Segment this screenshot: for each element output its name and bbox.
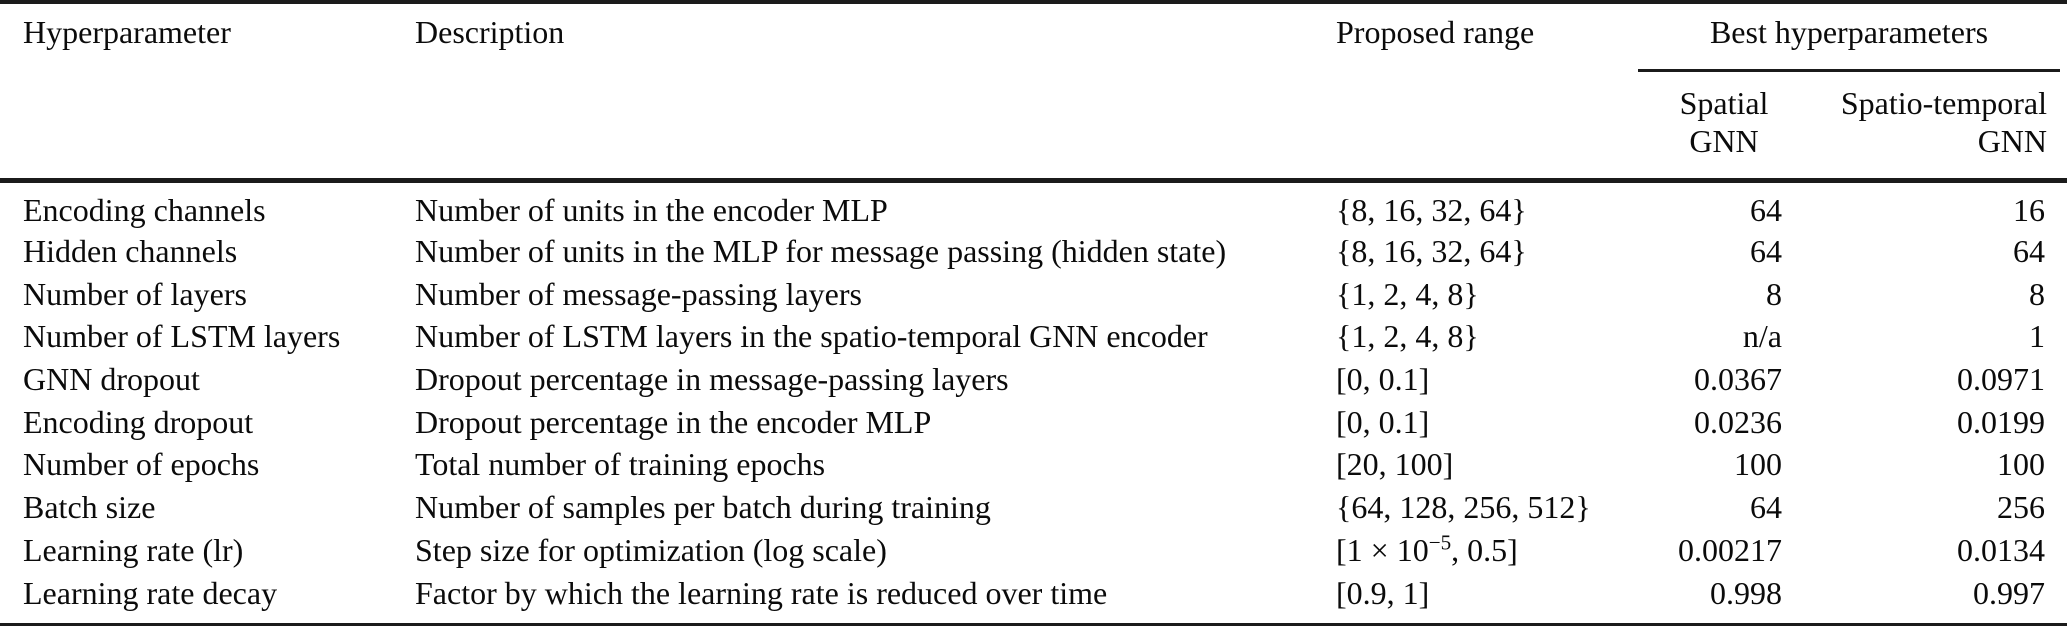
hyperparameter-cell: Number of epochs: [23, 446, 260, 483]
empty-header-cell: [1336, 72, 1581, 183]
hyperparameter-cell: Batch size: [23, 489, 156, 526]
proposed-range-cell: {8, 16, 32, 64}: [1336, 180, 1581, 230]
range-text: {1, 2, 4, 8}: [1336, 318, 1479, 355]
description-cell: Number of units in the MLP for message p…: [415, 233, 1227, 270]
spatial-gnn-value-cell: 100: [1734, 446, 1782, 483]
col-header-description: Description: [415, 14, 565, 50]
best-hyperparameters-span: Best hyperparameters: [1638, 14, 2061, 72]
col-header-spatio-temporal-gnn: Spatio-temporal GNN: [1782, 72, 2067, 183]
hyperparameter-cell: Hidden channels: [23, 233, 238, 270]
empty-header-cell: [415, 72, 1336, 183]
spatio-temporal-gnn-value-cell: 16: [2013, 191, 2046, 228]
spatial-gnn-value-cell: 64: [1750, 233, 1782, 270]
proposed-range-cell: {8, 16, 32, 64}: [1336, 230, 1581, 273]
spatial-gnn-value-cell: 0.0236: [1694, 403, 1782, 440]
description-cell: Number of LSTM layers in the spatio-temp…: [415, 318, 1208, 355]
proposed-range-cell: [0.9, 1]: [1336, 571, 1581, 614]
table-row: Learning rate decay Factor by which the …: [0, 571, 2067, 614]
description-cell: Total number of training epochs: [415, 446, 826, 483]
spatio-temporal-gnn-value-cell: 0.0199: [1957, 403, 2046, 440]
spatial-gnn-value-cell: 8: [1766, 275, 1782, 312]
table-row: Encoding channels Number of units in the…: [0, 180, 2067, 230]
range-text: {1, 2, 4, 8}: [1336, 275, 1479, 312]
range-text: {8, 16, 32, 64}: [1336, 233, 1527, 270]
table-header: Hyperparameter Description Proposed rang…: [0, 2, 2067, 183]
proposed-range-cell: {64, 128, 256, 512}: [1336, 486, 1591, 529]
range-superscript: −5: [1428, 530, 1452, 555]
description-cell: Dropout percentage in the encoder MLP: [415, 403, 932, 440]
table-body: Encoding channels Number of units in the…: [0, 180, 2067, 626]
range-text: [20, 100]: [1336, 446, 1454, 483]
col-header-proposed-range: Proposed range: [1336, 14, 1535, 50]
spatio-temporal-gnn-value-cell: 0.0134: [1957, 531, 2046, 568]
range-text: [0, 0.1]: [1336, 403, 1430, 440]
proposed-range-cell: {1, 2, 4, 8}: [1336, 272, 1581, 315]
description-cell: Dropout percentage in message-passing la…: [415, 361, 1009, 398]
bottom-spacer-row: [0, 614, 2067, 626]
range-text: {64, 128, 256, 512}: [1336, 489, 1591, 526]
spatial-line2: GNN: [1689, 123, 1759, 159]
hyperparameter-cell: Number of LSTM layers: [23, 318, 341, 355]
hyperparameter-cell: Encoding channels: [23, 191, 266, 228]
spatio-temporal-gnn-value-cell: 0.997: [1973, 574, 2046, 611]
description-cell: Step size for optimization (log scale): [415, 531, 887, 568]
hyperparameter-cell: Encoding dropout: [23, 403, 254, 440]
table-row: Learning rate (lr) Step size for optimiz…: [0, 529, 2067, 572]
spatial-gnn-value-cell: n/a: [1742, 318, 1782, 355]
proposed-range-cell: [0, 0.1]: [1336, 358, 1581, 401]
table-row: Number of LSTM layers Number of LSTM lay…: [0, 315, 2067, 358]
empty-header-cell: [0, 72, 415, 183]
col-header-best-group: Best hyperparameters: [1581, 2, 2067, 72]
table-row: Encoding dropout Dropout percentage in t…: [0, 400, 2067, 443]
range-text: [0, 0.1]: [1336, 361, 1430, 398]
spatio-temporal-gnn-value-cell: 100: [1997, 446, 2046, 483]
hyperparameter-cell: Learning rate decay: [23, 574, 278, 611]
proposed-range-cell: {1, 2, 4, 8}: [1336, 315, 1581, 358]
range-text: , 0.5]: [1451, 531, 1518, 568]
table-row: Number of layers Number of message-passi…: [0, 272, 2067, 315]
proposed-range-cell: [20, 100]: [1336, 443, 1581, 486]
spatial-line1: Spatial: [1679, 85, 1769, 121]
col-header-spatial-gnn: Spatial GNN: [1581, 72, 1782, 183]
proposed-range-cell: [1 × 10−5, 0.5]: [1336, 529, 1581, 572]
table-row: Number of epochs Total number of trainin…: [0, 443, 2067, 486]
spatio-temporal-gnn-value-cell: 256: [1997, 489, 2046, 526]
table-row: Batch size Number of samples per batch d…: [0, 486, 2067, 529]
header-row-top: Hyperparameter Description Proposed rang…: [0, 2, 2067, 72]
spatial-gnn-value-cell: 0.998: [1710, 574, 1782, 611]
description-cell: Factor by which the learning rate is red…: [415, 574, 1108, 611]
description-cell: Number of units in the encoder MLP: [415, 191, 888, 228]
spatio-temporal-gnn-value-cell: 1: [2029, 318, 2046, 355]
description-cell: Number of samples per batch during train…: [415, 489, 991, 526]
spatial-gnn-value-cell: 64: [1750, 191, 1782, 228]
spatial-gnn-value-cell: 0.0367: [1694, 361, 1782, 398]
spatio-temporal-line1: Spatio-temporal: [1840, 85, 2048, 121]
spatio-temporal-line2: GNN: [1977, 123, 2048, 159]
hyperparameter-cell: Number of layers: [23, 275, 247, 312]
col-header-hyperparameter: Hyperparameter: [23, 14, 231, 50]
range-text: [1 × 10: [1336, 531, 1429, 568]
spatial-gnn-value-cell: 64: [1750, 489, 1782, 526]
hyperparameter-cell: Learning rate (lr): [23, 531, 244, 568]
table-row: Hidden channels Number of units in the M…: [0, 230, 2067, 273]
range-text: [0.9, 1]: [1336, 574, 1430, 611]
description-cell: Number of message-passing layers: [415, 275, 862, 312]
header-row-sub: Spatial GNN Spatio-temporal GNN: [0, 72, 2067, 183]
spatial-gnn-value-cell: 0.00217: [1678, 531, 1782, 568]
spatio-temporal-gnn-value-cell: 8: [2029, 275, 2046, 312]
spacer-cell: [0, 614, 2067, 626]
hyperparameter-cell: GNN dropout: [23, 361, 200, 398]
table-row: GNN dropout Dropout percentage in messag…: [0, 358, 2067, 401]
spatio-temporal-gnn-value-cell: 0.0971: [1957, 361, 2046, 398]
spatio-temporal-gnn-value-cell: 64: [2013, 233, 2046, 270]
range-text: {8, 16, 32, 64}: [1336, 191, 1527, 228]
proposed-range-cell: [0, 0.1]: [1336, 400, 1581, 443]
